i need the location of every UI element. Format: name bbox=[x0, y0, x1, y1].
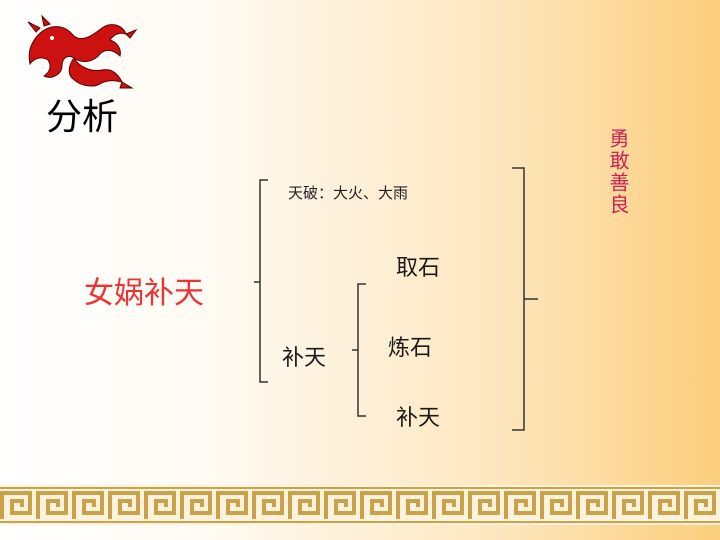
cause-text: 天破：大火、大雨 bbox=[288, 184, 409, 202]
right-bracket bbox=[512, 167, 538, 431]
page-title: 分析 bbox=[46, 97, 119, 138]
red-dragon-icon bbox=[27, 14, 138, 89]
sub-left-bracket bbox=[352, 283, 366, 417]
main-left-bracket bbox=[254, 179, 268, 383]
greek-key-border bbox=[0, 485, 720, 525]
step-item: 炼石 bbox=[388, 336, 433, 361]
step-item: 补天 bbox=[396, 406, 441, 431]
main-topic: 女娲补天 bbox=[84, 276, 204, 311]
mend-label: 补天 bbox=[282, 346, 327, 371]
quality-label: 勇敢善良 bbox=[606, 128, 630, 216]
step-item: 取石 bbox=[396, 256, 441, 281]
